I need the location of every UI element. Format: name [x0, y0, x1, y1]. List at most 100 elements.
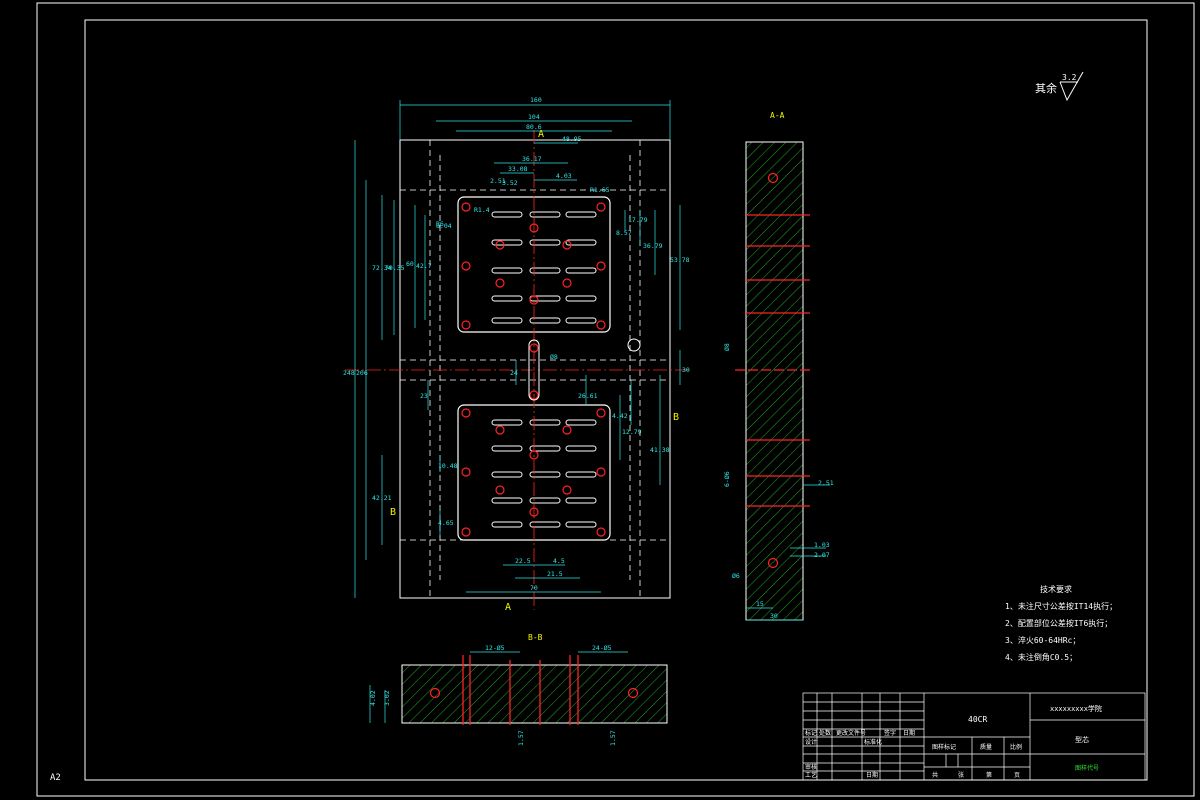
- svg-text:4.65: 4.65: [438, 519, 454, 527]
- svg-text:R1.4: R1.4: [474, 206, 490, 214]
- outer-sheet-border: [36, 2, 1195, 797]
- svg-text:248: 248: [343, 369, 355, 377]
- svg-text:24: 24: [510, 369, 518, 377]
- svg-text:比例: 比例: [1010, 743, 1022, 751]
- svg-text:4.5: 4.5: [553, 557, 565, 565]
- section-bb-view: B-B 12-Ø5 24-Ø5 4.02 3.02 1.57 1.57: [369, 633, 668, 746]
- svg-text:30: 30: [770, 612, 778, 620]
- svg-text:104: 104: [528, 113, 540, 121]
- svg-text:40CR: 40CR: [968, 715, 987, 724]
- svg-text:R6: R6: [436, 220, 444, 228]
- svg-text:15: 15: [756, 600, 764, 608]
- svg-text:标记: 标记: [805, 729, 817, 737]
- svg-text:70: 70: [530, 584, 538, 592]
- svg-text:2.07: 2.07: [814, 551, 830, 559]
- svg-text:工艺: 工艺: [805, 771, 817, 779]
- svg-text:处数: 处数: [819, 729, 831, 737]
- svg-text:其余: 其余: [1035, 81, 1057, 95]
- title-block: [802, 692, 1146, 781]
- svg-text:2.51: 2.51: [490, 177, 506, 185]
- svg-text:设计: 设计: [805, 738, 817, 746]
- svg-text:53.78: 53.78: [670, 256, 690, 264]
- core-plate-outline: [399, 139, 671, 599]
- roughness-symbol: 其余 3.2: [1035, 71, 1084, 102]
- svg-text:1.57: 1.57: [517, 730, 525, 746]
- svg-text:33.08: 33.08: [508, 165, 528, 173]
- section-bb-title: B-B: [528, 633, 543, 642]
- svg-text:48.95: 48.95: [562, 135, 582, 143]
- section-marker-b-right: B: [673, 412, 679, 423]
- svg-text:60: 60: [406, 260, 414, 268]
- svg-text:张: 张: [958, 771, 964, 779]
- svg-text:3.02: 3.02: [383, 690, 391, 706]
- inner-sheet-border: [84, 19, 1148, 781]
- svg-text:更改文件号: 更改文件号: [836, 729, 866, 737]
- svg-text:8.04: 8.04: [436, 222, 452, 230]
- dimension-lines: [354, 100, 681, 598]
- svg-text:页: 页: [1014, 772, 1020, 779]
- tech-req-title: 技术要求: [1040, 584, 1072, 594]
- svg-text:Ø8: Ø8: [550, 353, 558, 361]
- runner-slot: [528, 339, 540, 401]
- svg-text:36.79: 36.79: [643, 242, 663, 250]
- svg-text:型芯: 型芯: [1075, 735, 1089, 744]
- svg-text:8.57: 8.57: [616, 229, 632, 237]
- svg-text:42.7: 42.7: [416, 262, 432, 270]
- svg-text:质量: 质量: [980, 743, 992, 751]
- svg-text:6-Ø6: 6-Ø6: [723, 471, 731, 487]
- svg-text:3.2: 3.2: [1062, 73, 1077, 82]
- svg-text:36.17: 36.17: [522, 155, 542, 163]
- svg-text:30: 30: [682, 366, 690, 374]
- tech-req-item: 4、未注倒角C0.5；: [1005, 652, 1077, 662]
- main-plan-view: 160 104 80.6 48.95 36.17 33.08 4.03 3.52…: [343, 96, 690, 613]
- svg-text:10.48: 10.48: [438, 462, 458, 470]
- svg-text:日期: 日期: [903, 729, 915, 737]
- svg-text:4.42: 4.42: [612, 412, 628, 420]
- svg-text:3.52: 3.52: [502, 179, 518, 187]
- svg-text:4.02: 4.02: [369, 690, 377, 706]
- dimension-texts: 160 104 80.6 48.95 36.17 33.08 4.03 3.52…: [343, 96, 690, 592]
- svg-text:签字: 签字: [884, 729, 896, 737]
- svg-text:12.79: 12.79: [622, 428, 642, 436]
- svg-text:共: 共: [932, 771, 938, 779]
- section-marker-a-top: A: [538, 129, 544, 140]
- svg-text:23: 23: [420, 392, 428, 400]
- svg-text:4.03: 4.03: [556, 172, 572, 180]
- svg-text:26.61: 26.61: [578, 392, 598, 400]
- svg-text:Ø6: Ø6: [732, 572, 740, 580]
- svg-text:图样标记: 图样标记: [932, 743, 956, 751]
- svg-text:12-Ø5: 12-Ø5: [485, 644, 505, 652]
- svg-text:1.03: 1.03: [814, 541, 830, 549]
- sheet-size-label: A2: [50, 773, 61, 783]
- svg-text:41.38: 41.38: [650, 446, 670, 454]
- tech-req-item: 1、未注尺寸公差按IT14执行；: [1005, 601, 1117, 611]
- svg-text:日期: 日期: [866, 771, 878, 779]
- svg-text:160: 160: [530, 96, 542, 104]
- section-marker-b-left: B: [390, 507, 396, 518]
- svg-text:72.34: 72.34: [372, 264, 392, 272]
- svg-text:21.5: 21.5: [547, 570, 563, 578]
- svg-text:第: 第: [986, 771, 992, 779]
- svg-text:206: 206: [356, 369, 368, 377]
- section-aa-title: A-A: [770, 111, 785, 120]
- svg-text:70.35: 70.35: [385, 264, 405, 272]
- ejector-pin-holes: [461, 202, 606, 537]
- svg-text:2.51: 2.51: [818, 479, 834, 487]
- title-block-text: 40CR xxxxxxxxx学院 型芯 图样代号 标记 处数 更改文件号 签字 …: [805, 704, 1102, 779]
- svg-text:22.5: 22.5: [515, 557, 531, 565]
- tech-req-item: 3、淬火60-64HRc；: [1005, 635, 1080, 645]
- svg-text:1.57: 1.57: [609, 730, 617, 746]
- svg-text:标准化: 标准化: [864, 738, 882, 746]
- section-marker-a-bottom: A: [505, 602, 511, 613]
- tech-req-item: 2、配置部位公差按IT6执行；: [1005, 618, 1112, 628]
- svg-text:Ø8: Ø8: [723, 343, 731, 351]
- svg-text:审核: 审核: [805, 763, 817, 771]
- svg-text:42.21: 42.21: [372, 494, 392, 502]
- section-aa-view: A-A Ø8 6-Ø6 2.51 1.03 2.07 Ø6 15 30: [723, 111, 834, 621]
- svg-text:R1.65: R1.65: [590, 186, 610, 194]
- technical-requirements: 技术要求 1、未注尺寸公差按IT14执行； 2、配置部位公差按IT6执行； 3、…: [1005, 584, 1117, 662]
- svg-text:24-Ø5: 24-Ø5: [592, 644, 612, 652]
- svg-text:图样代号: 图样代号: [1075, 764, 1099, 772]
- svg-text:xxxxxxxxx学院: xxxxxxxxx学院: [1050, 704, 1102, 713]
